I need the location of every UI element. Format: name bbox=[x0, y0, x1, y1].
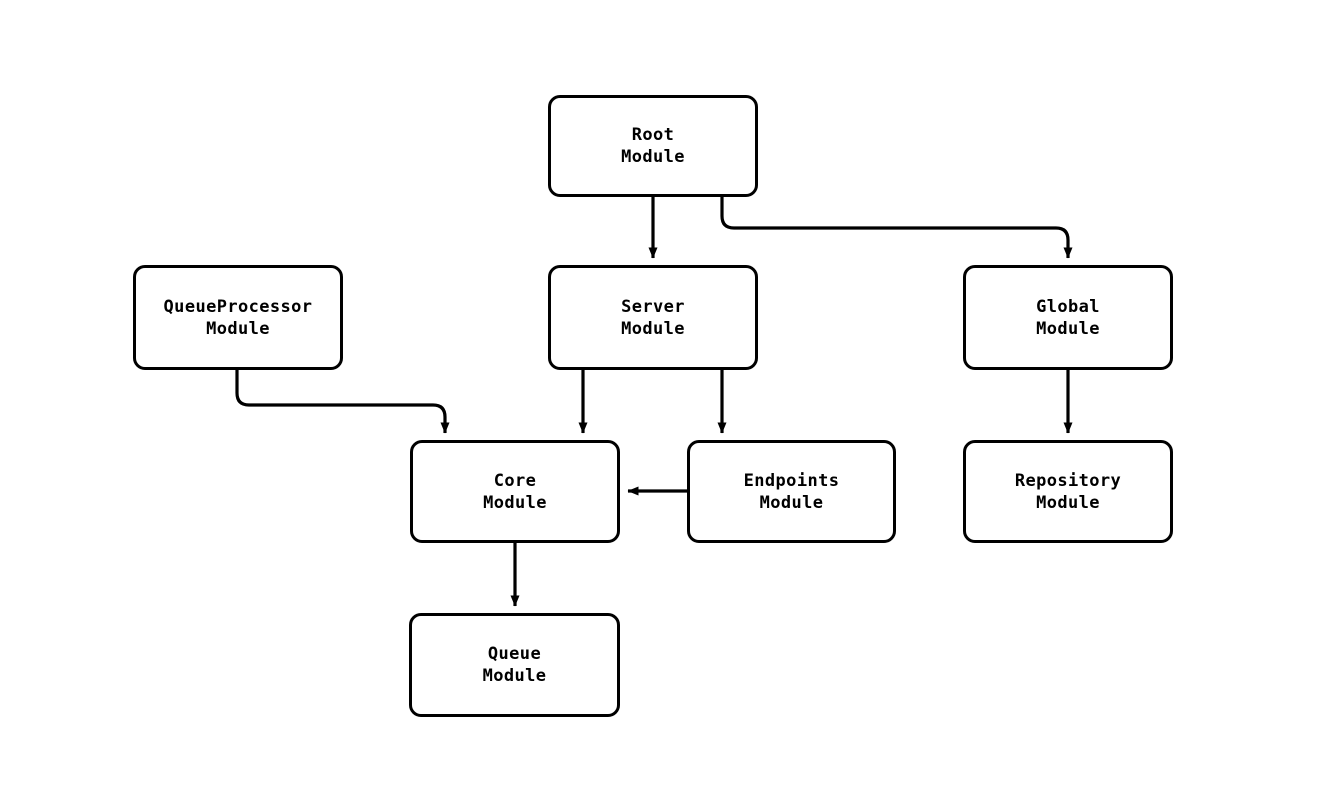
edge-root-to-global bbox=[720, 197, 1073, 259]
node-queue-module[interactable]: Queue Module bbox=[409, 613, 620, 717]
node-queue-module-label: Queue Module bbox=[482, 644, 547, 686]
node-queueprocessor-module[interactable]: QueueProcessor Module bbox=[133, 265, 343, 370]
node-global-module[interactable]: Global Module bbox=[963, 265, 1173, 370]
node-root-module-label: Root Module bbox=[621, 125, 685, 167]
node-core-module-label: Core Module bbox=[483, 470, 547, 513]
node-root-module[interactable]: Root Module bbox=[548, 95, 758, 197]
node-queueprocessor-module-label: QueueProcessor Module bbox=[163, 296, 313, 339]
edge-queueprocessor-to-core bbox=[235, 370, 450, 434]
node-endpoints-module-label: Endpoints Module bbox=[743, 470, 840, 513]
node-global-module-label: Global Module bbox=[1036, 296, 1100, 339]
node-repository-module[interactable]: Repository Module bbox=[963, 440, 1173, 543]
node-endpoints-module[interactable]: Endpoints Module bbox=[687, 440, 896, 543]
node-core-module[interactable]: Core Module bbox=[410, 440, 620, 543]
node-server-module[interactable]: Server Module bbox=[548, 265, 758, 370]
node-server-module-label: Server Module bbox=[621, 296, 685, 339]
node-repository-module-label: Repository Module bbox=[1014, 470, 1122, 513]
